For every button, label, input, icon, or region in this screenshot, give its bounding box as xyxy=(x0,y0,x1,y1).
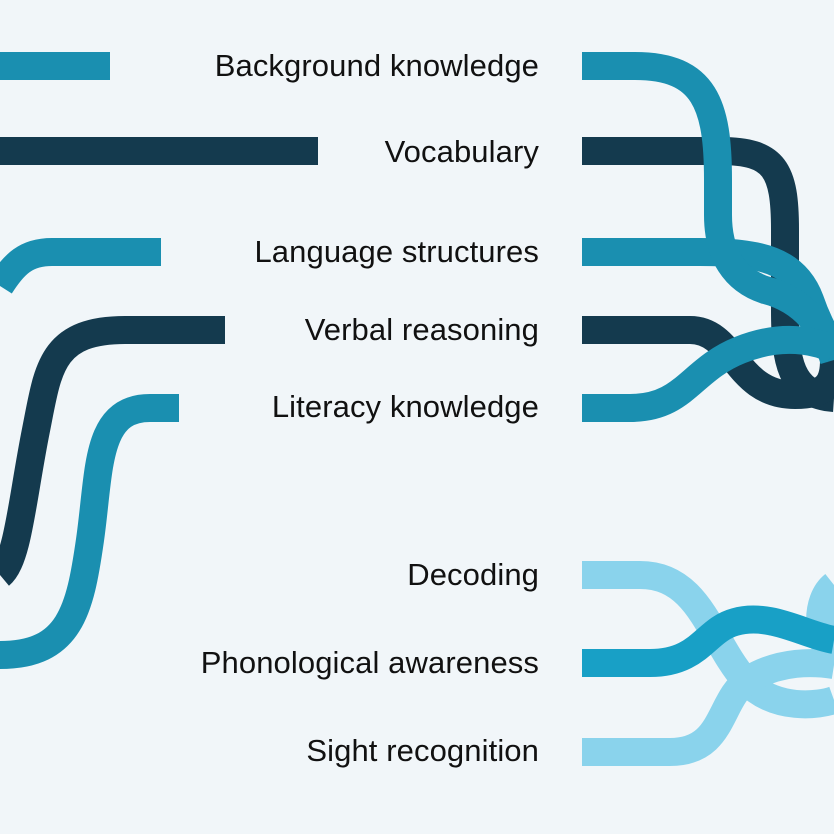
label-background-knowledge: Background knowledge xyxy=(214,48,539,83)
label-verbal-reasoning: Verbal reasoning xyxy=(304,312,539,347)
strand-right-literacy-knowledge xyxy=(582,325,834,422)
strand-right-sight-recognition xyxy=(582,649,834,766)
strand-right-decoding-loop xyxy=(806,574,834,670)
label-sight-recognition: Sight recognition xyxy=(306,733,539,768)
strand-left-literacy-knowledge xyxy=(0,394,179,669)
label-phonological-awareness: Phonological awareness xyxy=(200,645,539,680)
strand-right-phonological-awareness xyxy=(582,605,834,677)
label-decoding: Decoding xyxy=(407,557,539,592)
strand-right-background-knowledge xyxy=(582,52,834,365)
label-language-structures: Language structures xyxy=(254,234,539,269)
label-literacy-knowledge: Literacy knowledge xyxy=(271,389,539,424)
strand-left-language-structures xyxy=(0,238,161,294)
strand-right-verbal-reasoning xyxy=(582,316,834,410)
label-vocabulary: Vocabulary xyxy=(384,134,539,169)
strand-left-verbal-reasoning xyxy=(0,316,225,586)
